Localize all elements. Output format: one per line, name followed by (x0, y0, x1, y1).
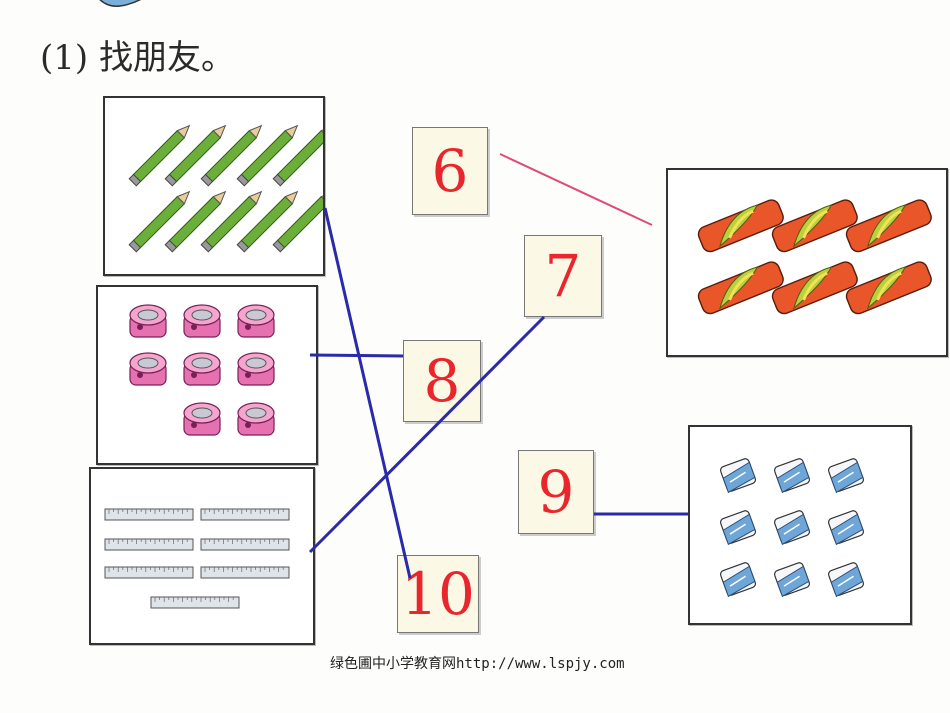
eraser-icon (827, 458, 865, 494)
pencil-icon (164, 190, 227, 253)
number-card-8[interactable]: 8 (403, 340, 481, 422)
ruler-icon (200, 538, 290, 551)
footer-watermark: 绿色圃中小学教育网http://www.lspjy.com (330, 656, 625, 672)
pencil-icon (128, 124, 335, 253)
sharpeners-picture-box[interactable] (96, 285, 318, 465)
line-6-to-pencil-cases (499, 153, 653, 226)
pencil-icon (128, 124, 191, 187)
rulers-picture-box[interactable] (89, 467, 315, 645)
eraser-icon (719, 562, 757, 598)
ruler-icon (104, 508, 290, 609)
ruler-icon (104, 566, 194, 579)
pencil-case-icon (697, 261, 784, 315)
sharpener-icon (183, 402, 221, 436)
eraser-icon (827, 562, 865, 598)
sharpener-icon (129, 352, 167, 386)
ruler-icon (104, 538, 194, 551)
pencil-icon (272, 190, 335, 253)
pencil-cases-picture-box[interactable] (666, 168, 948, 357)
pencil-case-icon (771, 261, 858, 315)
line-sharpeners-to-8 (309, 353, 404, 358)
pencil-icon (236, 124, 299, 187)
ruler-icon (150, 596, 240, 609)
pencil-case-icon (845, 199, 932, 253)
eraser-icon (773, 458, 811, 494)
pencils-picture-box[interactable] (103, 96, 335, 276)
sharpener-icon (129, 304, 167, 338)
number-card-7[interactable]: 7 (524, 235, 602, 317)
line-pencils-to-10 (323, 207, 412, 579)
number-card-10[interactable]: 10 (397, 555, 479, 633)
pencil-icon (200, 124, 263, 187)
pencil-icon (164, 124, 227, 187)
eraser-icon (719, 458, 865, 598)
pencil-case-icon (845, 261, 932, 315)
sharpener-icon (183, 304, 221, 338)
pencil-icon (200, 190, 263, 253)
erasers-picture-box[interactable] (688, 425, 912, 625)
ruler-icon (200, 566, 290, 579)
eraser-icon (773, 510, 811, 546)
number-card-9[interactable]: 9 (518, 450, 594, 534)
pencil-icon (236, 190, 299, 253)
sharpener-icon (237, 402, 275, 436)
pencil-icon (272, 124, 335, 187)
eraser-icon (827, 510, 865, 546)
ruler-icon (104, 508, 194, 521)
sharpener-icon (237, 352, 275, 386)
eraser-icon (719, 510, 757, 546)
sharpener-icon (129, 304, 275, 436)
exercise-title: (1) 找朋友。 (40, 38, 235, 78)
corner-decoration (99, 0, 142, 7)
pencil-icon (128, 190, 191, 253)
eraser-icon (773, 562, 811, 598)
eraser-icon (719, 458, 757, 494)
sharpener-icon (237, 304, 275, 338)
pencil-case-icon (697, 199, 784, 253)
pencil-case-icon (697, 199, 932, 315)
pencil-case-icon (771, 199, 858, 253)
ruler-icon (200, 508, 290, 521)
sharpener-icon (183, 352, 221, 386)
number-card-6[interactable]: 6 (412, 127, 488, 215)
